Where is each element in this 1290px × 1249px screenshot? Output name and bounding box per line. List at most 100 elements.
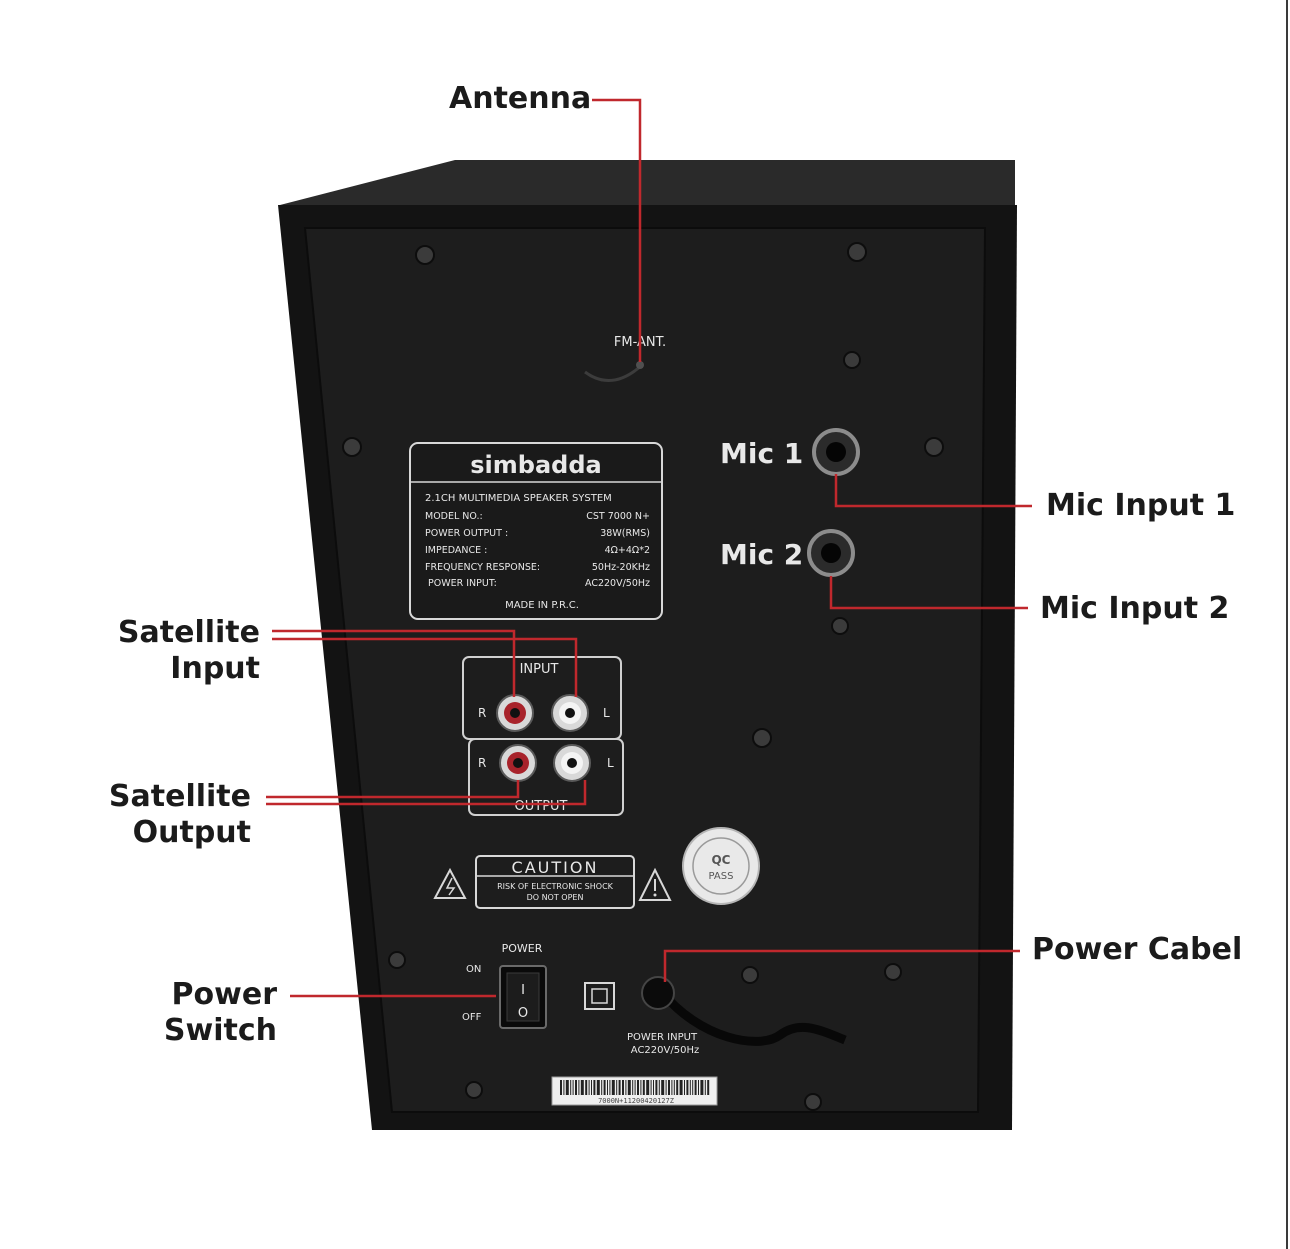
barcode-bar [588, 1080, 590, 1095]
spec-impedance-label: IMPEDANCE : [425, 545, 487, 556]
switch-off-mark: O [518, 1006, 528, 1021]
satellite-input-callout-line2: Input [170, 651, 260, 686]
barcode-bar [601, 1080, 603, 1095]
caution-plate: CAUTION RISK OF ELECTRONIC SHOCK DO NOT … [433, 855, 672, 909]
rca-block: INPUT OUTPUT R L R L [462, 656, 624, 816]
power-rocker-switch[interactable]: I O [499, 965, 547, 1029]
input-l-label: L [603, 706, 610, 720]
barcode-bar [661, 1080, 665, 1095]
satellite-input-leader-line-l [272, 637, 578, 697]
callout-labels: Antenna Mic Input 1 Mic Input 2 Satellit… [109, 81, 1242, 1048]
spec-impedance-value: 4Ω+4Ω*2 [605, 545, 650, 556]
power-input-label: POWER INPUT [627, 1032, 698, 1043]
mic1-label: Mic 1 [720, 437, 803, 470]
exclamation-warning-icon [638, 867, 672, 901]
satellite-output-callout-line2: Output [133, 815, 251, 850]
barcode-bar [627, 1080, 631, 1095]
barcode-bar [616, 1080, 618, 1095]
barcode-bar [578, 1080, 580, 1095]
caution-title: CAUTION [512, 858, 599, 877]
right-edge-border [1286, 0, 1288, 1249]
power-cable-leader-line [663, 949, 1020, 982]
spec-frequency-label: FREQUENCY RESPONSE: [425, 562, 540, 573]
satellite-output-callout-line1: Satellite [109, 779, 251, 814]
barcode-bar [676, 1080, 679, 1095]
power-switch-callout-line1: Power [172, 977, 278, 1012]
barcode-bar [665, 1080, 667, 1095]
barcode-bar [684, 1080, 685, 1095]
rca-input-right [496, 694, 534, 732]
barcode-bar [591, 1080, 592, 1095]
mic2-label: Mic 2 [720, 538, 803, 571]
antenna-leader-line [592, 98, 642, 362]
qc-label: QC [711, 853, 730, 867]
mic-input-2-callout: Mic Input 2 [1040, 591, 1229, 626]
spec-power-input-value: AC220V/50Hz [585, 578, 650, 589]
spec-label-plate: simbadda 2.1CH MULTIMEDIA SPEAKER SYSTEM… [409, 442, 663, 620]
barcode-bar [622, 1080, 624, 1095]
barcode-bar [646, 1080, 650, 1095]
qc-pass-label: PASS [709, 871, 734, 882]
power-switch-callout-line2: Switch [164, 1013, 277, 1048]
mic-input-1-callout: Mic Input 1 [1046, 488, 1235, 523]
barcode-bar [607, 1080, 608, 1095]
on-label: ON [466, 964, 481, 975]
barcode-bar [653, 1080, 654, 1095]
power-switch-area: POWER ON OFF I O [462, 942, 615, 1029]
output-label: OUTPUT [515, 799, 568, 814]
barcode-sticker: 7000N+11200420127Z [551, 1076, 718, 1106]
satellite-output-leader-line-r [266, 780, 520, 799]
barcode-bar [634, 1080, 636, 1095]
shock-warning-icon [433, 867, 467, 899]
barcode-bar [580, 1080, 584, 1095]
output-r-label: R [478, 756, 486, 770]
power-label: POWER [502, 942, 543, 955]
output-l-label: L [607, 756, 614, 770]
barcode-bar [640, 1080, 642, 1095]
barcode-bar [618, 1080, 621, 1095]
barcode-bar [570, 1080, 572, 1095]
barcode-bar [700, 1080, 704, 1095]
power-cable: POWER INPUT AC220V/50Hz [627, 976, 847, 1056]
panel-screws [342, 242, 944, 1111]
barcode-bar [593, 1080, 596, 1095]
barcode-bar [575, 1080, 577, 1095]
spec-title: 2.1CH MULTIMEDIA SPEAKER SYSTEM [425, 493, 612, 504]
barcode-bar [560, 1080, 562, 1095]
spec-power-output-label: POWER OUTPUT : [425, 528, 508, 539]
mic-jacks: Mic 1 Mic 2 [720, 428, 860, 577]
spec-frequency-value: 50Hz-20KHz [592, 562, 650, 573]
barcode-bar [658, 1080, 660, 1095]
spec-model-value: CST 7000 N+ [586, 511, 650, 522]
barcode-bar [707, 1080, 710, 1095]
barcode-bar [655, 1080, 658, 1095]
barcode-bar [625, 1080, 627, 1095]
antenna-callout: Antenna [449, 81, 591, 116]
barcode-bar [603, 1080, 606, 1095]
barcode-bar [585, 1080, 588, 1095]
barcode-bars [560, 1080, 710, 1095]
leader-lines [266, 98, 1032, 998]
off-label: OFF [462, 1012, 482, 1023]
barcode-bar [637, 1080, 639, 1095]
barcode-bar [673, 1080, 675, 1095]
rca-output-right [499, 744, 537, 782]
barcode-bar [686, 1080, 689, 1095]
satellite-input-leader-line-r [272, 629, 516, 697]
input-label: INPUT [520, 662, 559, 677]
mic-input-2-leader-line [829, 576, 1028, 610]
input-r-label: R [478, 706, 486, 720]
satellite-input-callout-line1: Satellite [118, 615, 260, 650]
barcode-bar [704, 1080, 706, 1095]
spec-power-output-value: 38W(RMS) [600, 528, 650, 539]
power-cable-callout: Power Cabel [1032, 932, 1242, 967]
satellite-output-leader-line-l [266, 780, 587, 806]
barcode-bar [679, 1080, 683, 1095]
barcode-bar [572, 1080, 574, 1095]
barcode-bar [596, 1080, 600, 1095]
spec-model-label: MODEL NO.: [425, 511, 483, 522]
caution-line2: DO NOT OPEN [527, 893, 584, 902]
barcode-bar [671, 1080, 673, 1095]
barcode-bar [692, 1080, 694, 1095]
